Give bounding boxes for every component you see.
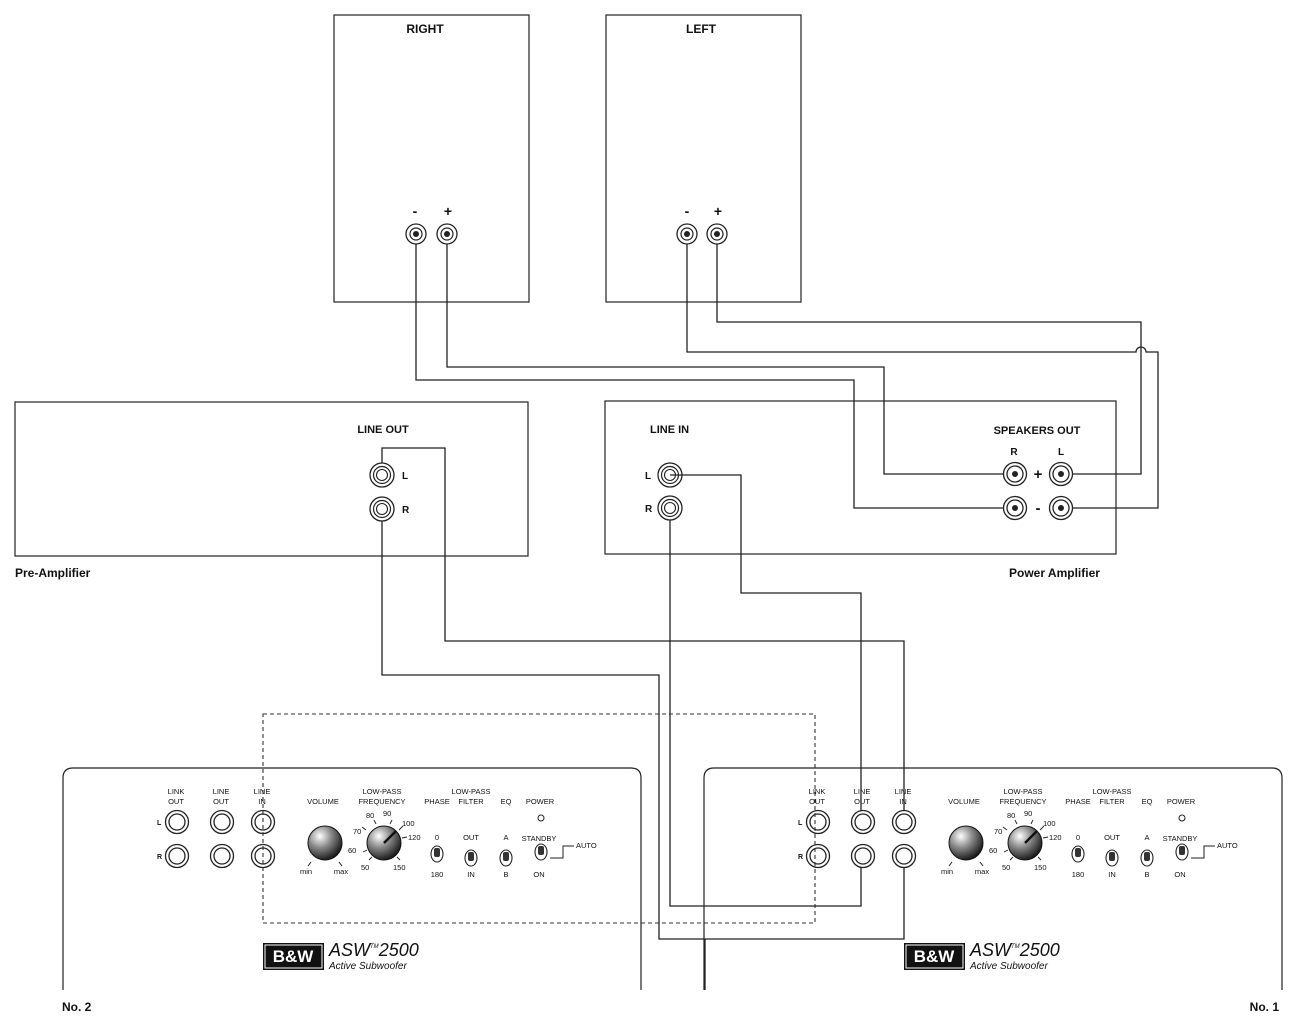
poweramp-l-out-label: L xyxy=(1058,447,1064,458)
on-label: ON xyxy=(533,870,544,879)
model-name: ASWTM2500 xyxy=(328,940,419,960)
poweramp-minus-sign: - xyxy=(1036,500,1041,517)
preamp-l-label: L xyxy=(402,471,408,482)
speaker-right-pos-sign: + xyxy=(444,203,452,219)
row-l-label: L xyxy=(157,820,162,827)
subwoofer-no2-label: No. 2 xyxy=(62,1000,92,1014)
speaker-left-pos-sign: + xyxy=(714,203,722,219)
filter-in-label: IN xyxy=(467,870,475,879)
poweramp-line-in-label: LINE IN xyxy=(650,424,689,436)
phase-0-label: 0 xyxy=(435,833,439,842)
speaker-left-label: LEFT xyxy=(686,22,717,36)
freq-mark-90: 90 xyxy=(383,809,391,818)
phase-switch[interactable] xyxy=(430,845,444,863)
speaker-wires xyxy=(415,244,1159,509)
power-led xyxy=(537,814,545,822)
preamp-r-label: R xyxy=(402,505,410,516)
link-out-l-jack[interactable] xyxy=(164,809,190,835)
link-out-r-jack[interactable] xyxy=(164,843,190,869)
auto-label: AUTO xyxy=(576,841,597,850)
volume-label: VOLUME xyxy=(307,797,339,806)
poweramp-r-in-label: R xyxy=(645,504,653,515)
volume-max-label: max xyxy=(334,867,348,876)
speaker-left-neg-sign: - xyxy=(685,203,690,219)
wire-left-pos xyxy=(716,244,1142,475)
standby-label: STANDBY xyxy=(522,834,557,843)
signal-wires xyxy=(262,447,905,990)
wire-preamp-l-to-sub1-line-in-l xyxy=(381,447,905,811)
lowpass-filter-switch[interactable] xyxy=(464,849,478,867)
wire-left-neg xyxy=(686,244,1159,509)
freq-mark-60: 60 xyxy=(348,846,356,855)
brand-logo: B&W xyxy=(263,943,324,970)
pre-amplifier: LINE OUT L R Pre-Amplifier xyxy=(14,401,529,580)
eq-switch[interactable] xyxy=(499,849,513,867)
volume-min-label: min xyxy=(300,867,312,876)
poweramp-line-in-r-jack[interactable] xyxy=(657,495,683,521)
freq-mark-70: 70 xyxy=(353,827,361,836)
eq-a-label: A xyxy=(503,833,508,842)
speaker-right-neg-terminal[interactable] xyxy=(405,223,427,245)
preamp-line-out-l-jack[interactable] xyxy=(369,462,395,488)
wire-sub1-line-out-r-to-poweramp-r xyxy=(669,520,862,907)
speaker-right: RIGHT - + xyxy=(333,14,530,303)
freq-mark-120: 120 xyxy=(408,833,421,842)
preamp-caption: Pre-Amplifier xyxy=(15,566,91,580)
wire-right-pos xyxy=(446,244,1004,475)
preamp-line-out-label: LINE OUT xyxy=(357,424,409,436)
speaker-right-neg-sign: - xyxy=(413,203,418,219)
freq-mark-50: 50 xyxy=(361,863,369,872)
subwoofer-no1-label: No. 1 xyxy=(1250,1000,1280,1014)
speaker-right-label: RIGHT xyxy=(406,22,444,36)
phase-label: PHASE xyxy=(424,797,449,806)
freq-mark-150: 150 xyxy=(393,863,406,872)
power-label: POWER xyxy=(526,797,555,806)
poweramp-r-out-label: R xyxy=(1010,447,1018,458)
poweramp-l-in-label: L xyxy=(645,471,651,482)
power-amplifier: LINE IN L R SPEAKERS OUT R L + - Power A… xyxy=(604,400,1117,580)
freq-mark-100: 100 xyxy=(402,819,415,828)
speaker-left: LEFT - + xyxy=(605,14,802,303)
freq-mark-80: 80 xyxy=(366,811,374,820)
poweramp-plus-sign: + xyxy=(1034,466,1043,483)
poweramp-caption: Power Amplifier xyxy=(1009,566,1100,580)
volume-knob[interactable] xyxy=(307,825,343,861)
wire-sub1-line-out-l-to-poweramp-l xyxy=(670,474,862,811)
row-r-label: R xyxy=(157,854,162,861)
brand-label: B&W xyxy=(273,947,315,966)
line-out-l-jack[interactable] xyxy=(209,809,235,835)
speaker-left-neg-terminal[interactable] xyxy=(676,223,698,245)
phase-180-label: 180 xyxy=(431,870,444,879)
speaker-right-pos-terminal[interactable] xyxy=(436,223,458,245)
wire-right-neg xyxy=(415,244,1004,509)
eq-b-label: B xyxy=(503,870,508,879)
power-mode-switch[interactable] xyxy=(534,843,548,861)
speaker-left-pos-terminal[interactable] xyxy=(706,223,728,245)
eq-label: EQ xyxy=(501,797,512,806)
line-out-r-jack[interactable] xyxy=(209,843,235,869)
wire-preamp-r-to-sub1-line-in-r xyxy=(381,521,905,940)
filter-out-label: OUT xyxy=(463,833,479,842)
subwoofer-no1 xyxy=(704,768,1282,990)
poweramp-speakers-out-label: SPEAKERS OUT xyxy=(994,425,1081,437)
model-subtitle: Active Subwoofer xyxy=(328,961,407,972)
preamp-line-out-r-jack[interactable] xyxy=(369,496,395,522)
auto-indicator-line xyxy=(550,845,574,859)
internal-link-outline xyxy=(262,713,816,924)
